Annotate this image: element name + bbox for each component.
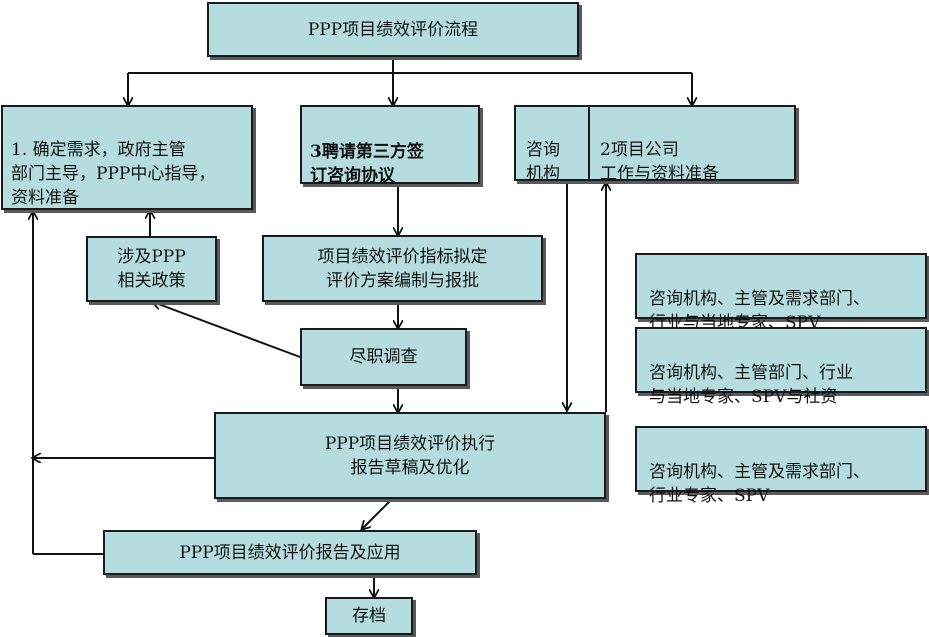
archive-box: 存档: [325, 597, 413, 635]
report-box: PPP项目绩效评价报告及应用: [103, 530, 477, 575]
demand-box: 1. 确定需求，政府主管 部门主导，PPP中心指导， 资料准备: [1, 105, 253, 210]
consulting-agency-cell: 咨询 机构: [516, 107, 590, 184]
participants-box-2: 咨询机构、主管部门、行业 与当地专家、SPV与社资: [635, 327, 927, 407]
participants-text-3: 咨询机构、主管及需求部门、 行业专家、SPV: [649, 462, 870, 506]
indicators-box: 项目绩效评价指标拟定 评价方案编制与报批: [262, 235, 543, 302]
project-company-text: 2项目公司 工作与资料准备: [600, 140, 719, 184]
project-company-cell: 2项目公司 工作与资料准备: [600, 114, 719, 186]
participants-box-1: 咨询机构、主管及需求部门、 行业与当地专家、SPV: [635, 253, 927, 333]
page-title: PPP项目绩效评价流程: [307, 19, 479, 40]
participants-text-2: 咨询机构、主管部门、行业 与当地专家、SPV与社资: [649, 363, 853, 407]
policy-text: 涉及PPP 相关政策: [117, 247, 186, 291]
indicators-text: 项目绩效评价指标拟定 评价方案编制与报批: [317, 246, 488, 291]
due-diligence-text: 尽职调查: [349, 347, 418, 367]
report-text: PPP项目绩效评价报告及应用: [179, 542, 401, 563]
execution-text: PPP项目绩效评价执行 报告草稿及优化: [324, 433, 496, 478]
title-box: PPP项目绩效评价流程: [207, 2, 579, 57]
consulting-company-box: 咨询 机构 2项目公司 工作与资料准备: [514, 105, 796, 184]
archive-text: 存档: [352, 606, 386, 626]
due-diligence-box: 尽职调查: [300, 328, 467, 386]
execution-box: PPP项目绩效评价执行 报告草稿及优化: [214, 412, 606, 499]
consulting-agency-text: 咨询 机构: [526, 140, 560, 184]
demand-text: 1. 确定需求，政府主管 部门主导，PPP中心指导， 资料准备: [11, 140, 216, 208]
hire-consultant-text: 3聘请第三方签 订咨询协议: [310, 142, 424, 186]
policy-box: 涉及PPP 相关政策: [86, 236, 217, 302]
participants-box-3: 咨询机构、主管及需求部门、 行业专家、SPV: [635, 426, 927, 506]
hire-consultant-box: 3聘请第三方签 订咨询协议: [300, 105, 480, 186]
